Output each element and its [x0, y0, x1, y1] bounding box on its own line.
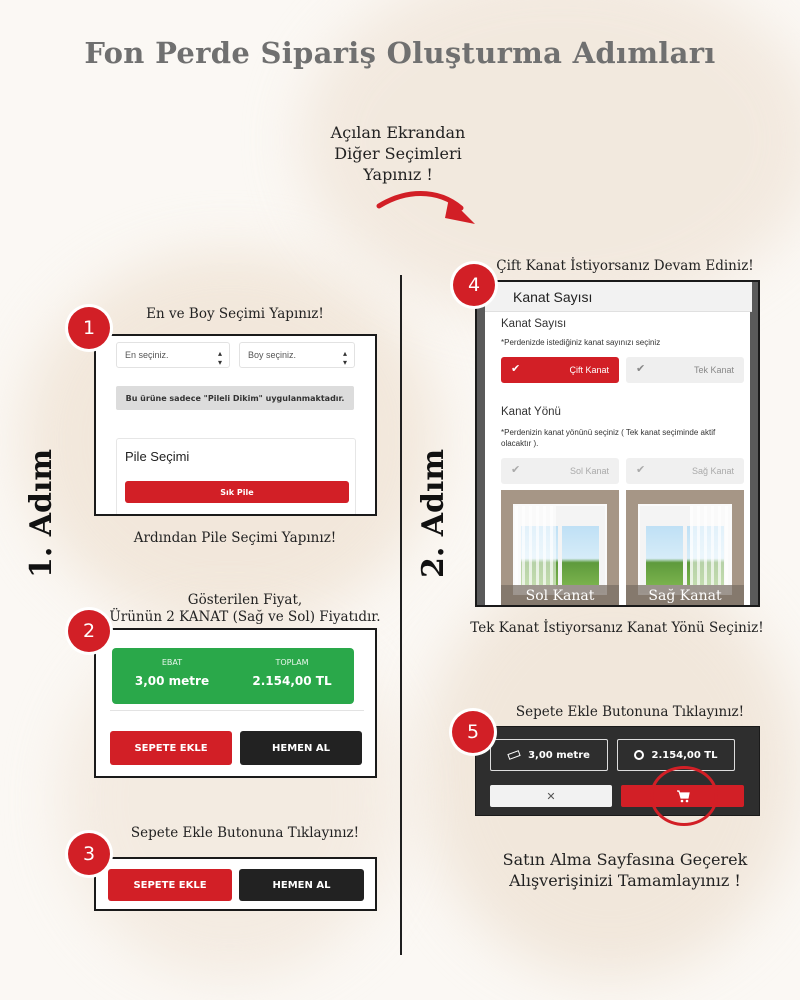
step1-caption-bottom: Ardından Pile Seçimi Yapınız! [133, 530, 337, 546]
close-icon[interactable]: ✕ [490, 785, 612, 807]
check-icon: ✔ [511, 464, 521, 476]
kanat-modal-header: Kanat Sayısı [485, 282, 752, 312]
step3-caption-top: Sepete Ekle Butonuna Tıklayınız! [130, 825, 360, 841]
width-select[interactable]: En seçiniz. ▴▾ [116, 342, 230, 368]
sik-pile-button[interactable]: Sık Pile [125, 481, 349, 503]
ruler-icon [507, 750, 521, 760]
step-label-2: 2. Adım [416, 448, 451, 578]
check-icon: ✔ [636, 464, 646, 476]
ebat-value: 3,00 metre [134, 674, 210, 688]
sort-caret-icon: ▴▾ [217, 349, 222, 367]
kanat-yonu-hint: *Perdenizin kanat yönünü seçiniz ( Tek k… [501, 428, 716, 448]
option-left-panel[interactable]: ✔ Sol Kanat [501, 458, 619, 484]
check-icon: ✔ [636, 363, 646, 375]
add-to-cart-button[interactable]: SEPETE EKLE [110, 731, 232, 765]
left-panel-curtain-image[interactable]: Sol Kanat [501, 490, 619, 605]
pile-title: Pile Seçimi [125, 449, 190, 464]
highlight-circle [650, 766, 718, 826]
step5-caption-top: Sepete Ekle Butonuna Tıklayınız! [515, 704, 745, 720]
step2-number-badge: 2 [68, 610, 110, 652]
right-panel-curtain-image[interactable]: Sağ Kanat [626, 490, 744, 605]
panel-shadow-right [750, 282, 758, 605]
step5-number-badge: 5 [452, 711, 494, 753]
option-single-panel[interactable]: ✔ Tek Kanat [626, 357, 744, 383]
pile-card: Pile Seçimi Sık Pile [116, 438, 356, 514]
column-divider [400, 275, 402, 955]
buy-now-button[interactable]: HEMEN AL [239, 869, 364, 901]
pileli-info-bar: Bu ürüne sadece "Pileli Dikim" uygulanma… [116, 386, 354, 410]
step2-screenshot: EBAT 3,00 metre TOPLAM 2.154,00 TL SEPET… [94, 628, 377, 778]
buy-now-button[interactable]: HEMEN AL [240, 731, 362, 765]
option-right-panel[interactable]: ✔ Sağ Kanat [626, 458, 744, 484]
check-icon: ✔ [511, 363, 521, 375]
height-select[interactable]: Boy seçiniz. ▴▾ [239, 342, 355, 368]
kanat-yonu-title: Kanat Yönü [501, 406, 561, 418]
page-title: Fon Perde Sipariş Oluşturma Adımları [84, 36, 716, 70]
step3-number-badge: 3 [68, 833, 110, 875]
step-label-1: 1. Adım [24, 448, 59, 578]
option-double-panel[interactable]: ✔ Çift Kanat [501, 357, 619, 383]
final-note: Satın Alma Sayfasına Geçerek Alışverişin… [502, 850, 748, 890]
step3-screenshot: SEPETE EKLE HEMEN AL [94, 857, 377, 911]
step1-screenshot: En seçiniz. ▴▾ Boy seçiniz. ▴▾ Bu ürüne … [94, 334, 377, 516]
coins-icon [634, 750, 645, 760]
step1-caption-top: En ve Boy Seçimi Yapınız! [146, 306, 324, 322]
step2-caption-top: Gösterilen Fiyat, Ürünün 2 KANAT (Sağ ve… [109, 592, 381, 625]
curved-arrow-icon [376, 191, 475, 224]
panel-shadow-left [477, 282, 485, 605]
step4-caption-bottom: Tek Kanat İstiyorsanız Kanat Yönü Seçini… [470, 620, 764, 636]
step1-number-badge: 1 [68, 307, 110, 349]
sort-caret-icon: ▴▾ [342, 349, 347, 367]
step4-number-badge: 4 [453, 264, 495, 306]
size-display: 3,00 metre [490, 739, 608, 771]
step4-caption-top: Çift Kanat İstiyorsanız Devam Ediniz! [496, 258, 754, 274]
add-to-cart-button[interactable]: SEPETE EKLE [108, 869, 232, 901]
toplam-value: 2.154,00 TL [252, 674, 332, 688]
kanat-sayisi-title: Kanat Sayısı [501, 318, 567, 330]
step4-screenshot: Kanat Sayısı Kanat Sayısı *Perdenizde is… [475, 280, 760, 607]
step5-screenshot: 3,00 metre 2.154,00 TL ✕ [475, 726, 760, 816]
kanat-sayisi-hint: *Perdenizde istediğiniz kanat sayınızı s… [501, 338, 661, 347]
background-stain [300, 0, 800, 320]
intro-note: Açılan Ekrandan Diğer Seçimleri Yapınız … [330, 123, 466, 184]
price-summary-box: EBAT 3,00 metre TOPLAM 2.154,00 TL [112, 648, 354, 704]
